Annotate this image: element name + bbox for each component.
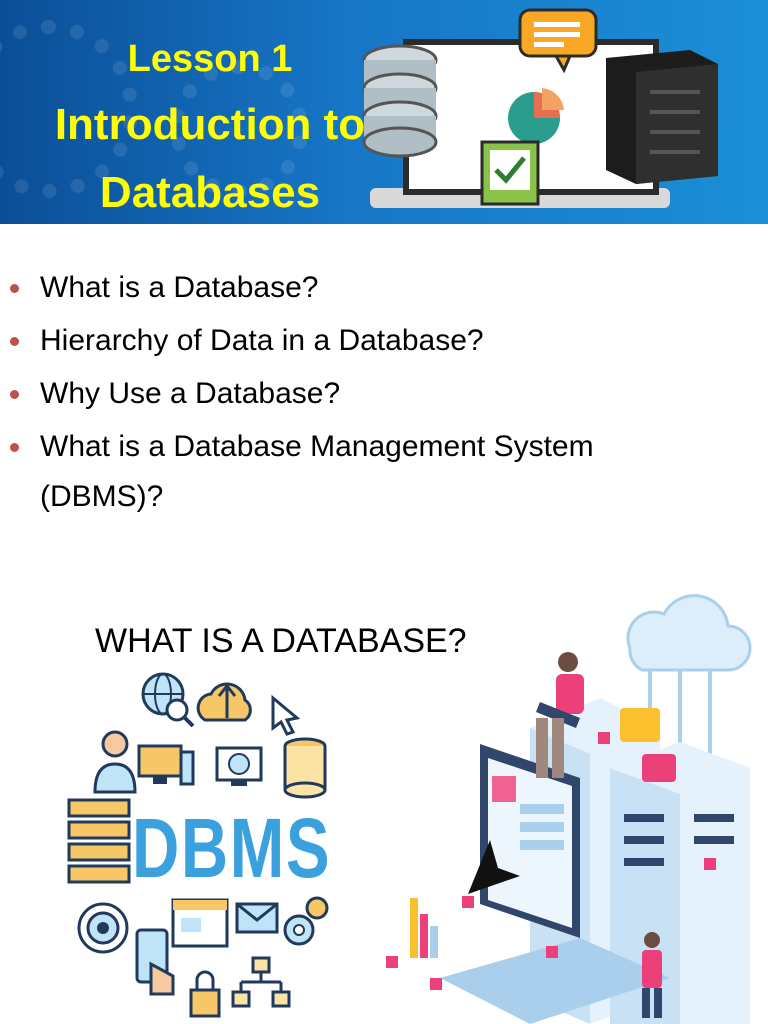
lock-icon [189, 970, 221, 1018]
cursor-icon [271, 694, 301, 736]
cursor-arrow-icon [468, 840, 520, 894]
list-item-text: What is a Database Management System [40, 430, 594, 463]
globe-search-icon [141, 672, 195, 728]
monitor-icon [137, 744, 195, 786]
database-stack-icon [362, 44, 438, 158]
target-icon [77, 902, 129, 954]
bullet-dot-icon [10, 337, 19, 346]
cube-icon [462, 896, 474, 908]
bullet-dot-icon [10, 443, 19, 452]
bullet-dot-icon [10, 284, 19, 293]
person-standing [642, 932, 662, 1018]
list-item-text: (DBMS)? [40, 480, 164, 513]
bar-chart-icon [410, 898, 438, 958]
checklist-icon [480, 140, 540, 206]
title-line-2: Databases [99, 168, 321, 217]
phone-touch-icon [135, 928, 175, 996]
list-item-text: Hierarchy of Data in a Database? [40, 324, 484, 357]
dbms-label: DBMS [132, 801, 332, 895]
cube-icon [430, 978, 442, 990]
person-with-laptop [536, 652, 584, 778]
server-rack-icon [67, 798, 131, 884]
chat-bubble-icon [620, 708, 676, 782]
cube-icon [598, 732, 610, 744]
isometric-data-center-illustration [386, 594, 752, 1024]
laptop-database-illustration [362, 8, 718, 208]
pie-chart-icon [508, 88, 564, 144]
list-item-text: What is a Database? [40, 271, 319, 304]
globe-monitor-icon [215, 746, 263, 786]
list-item-text: Why Use a Database? [40, 377, 341, 410]
settings-icon [283, 896, 329, 946]
dbms-icon-cluster [67, 672, 329, 1018]
cloud-upload-icon [196, 682, 252, 722]
hierarchy-icon [231, 956, 291, 1008]
user-icon [93, 730, 137, 794]
webpage-icon [171, 898, 229, 948]
laptop-dashboard-icon [440, 744, 670, 1024]
envelope-icon [235, 902, 279, 934]
database-icon [283, 737, 327, 799]
bullet-dot-icon [10, 390, 19, 399]
cube-icon [546, 946, 558, 958]
cube-icon [386, 956, 398, 968]
cube-icon [704, 858, 716, 870]
section-heading: WHAT IS A DATABASE? [95, 622, 467, 660]
chat-bubble-icon [518, 8, 598, 74]
title-banner: Lesson 1 Introduction to Databases [0, 0, 768, 224]
server-icon [606, 50, 718, 184]
lesson-number: Lesson 1 [127, 38, 293, 80]
title-line-1: Introduction to [54, 100, 366, 149]
